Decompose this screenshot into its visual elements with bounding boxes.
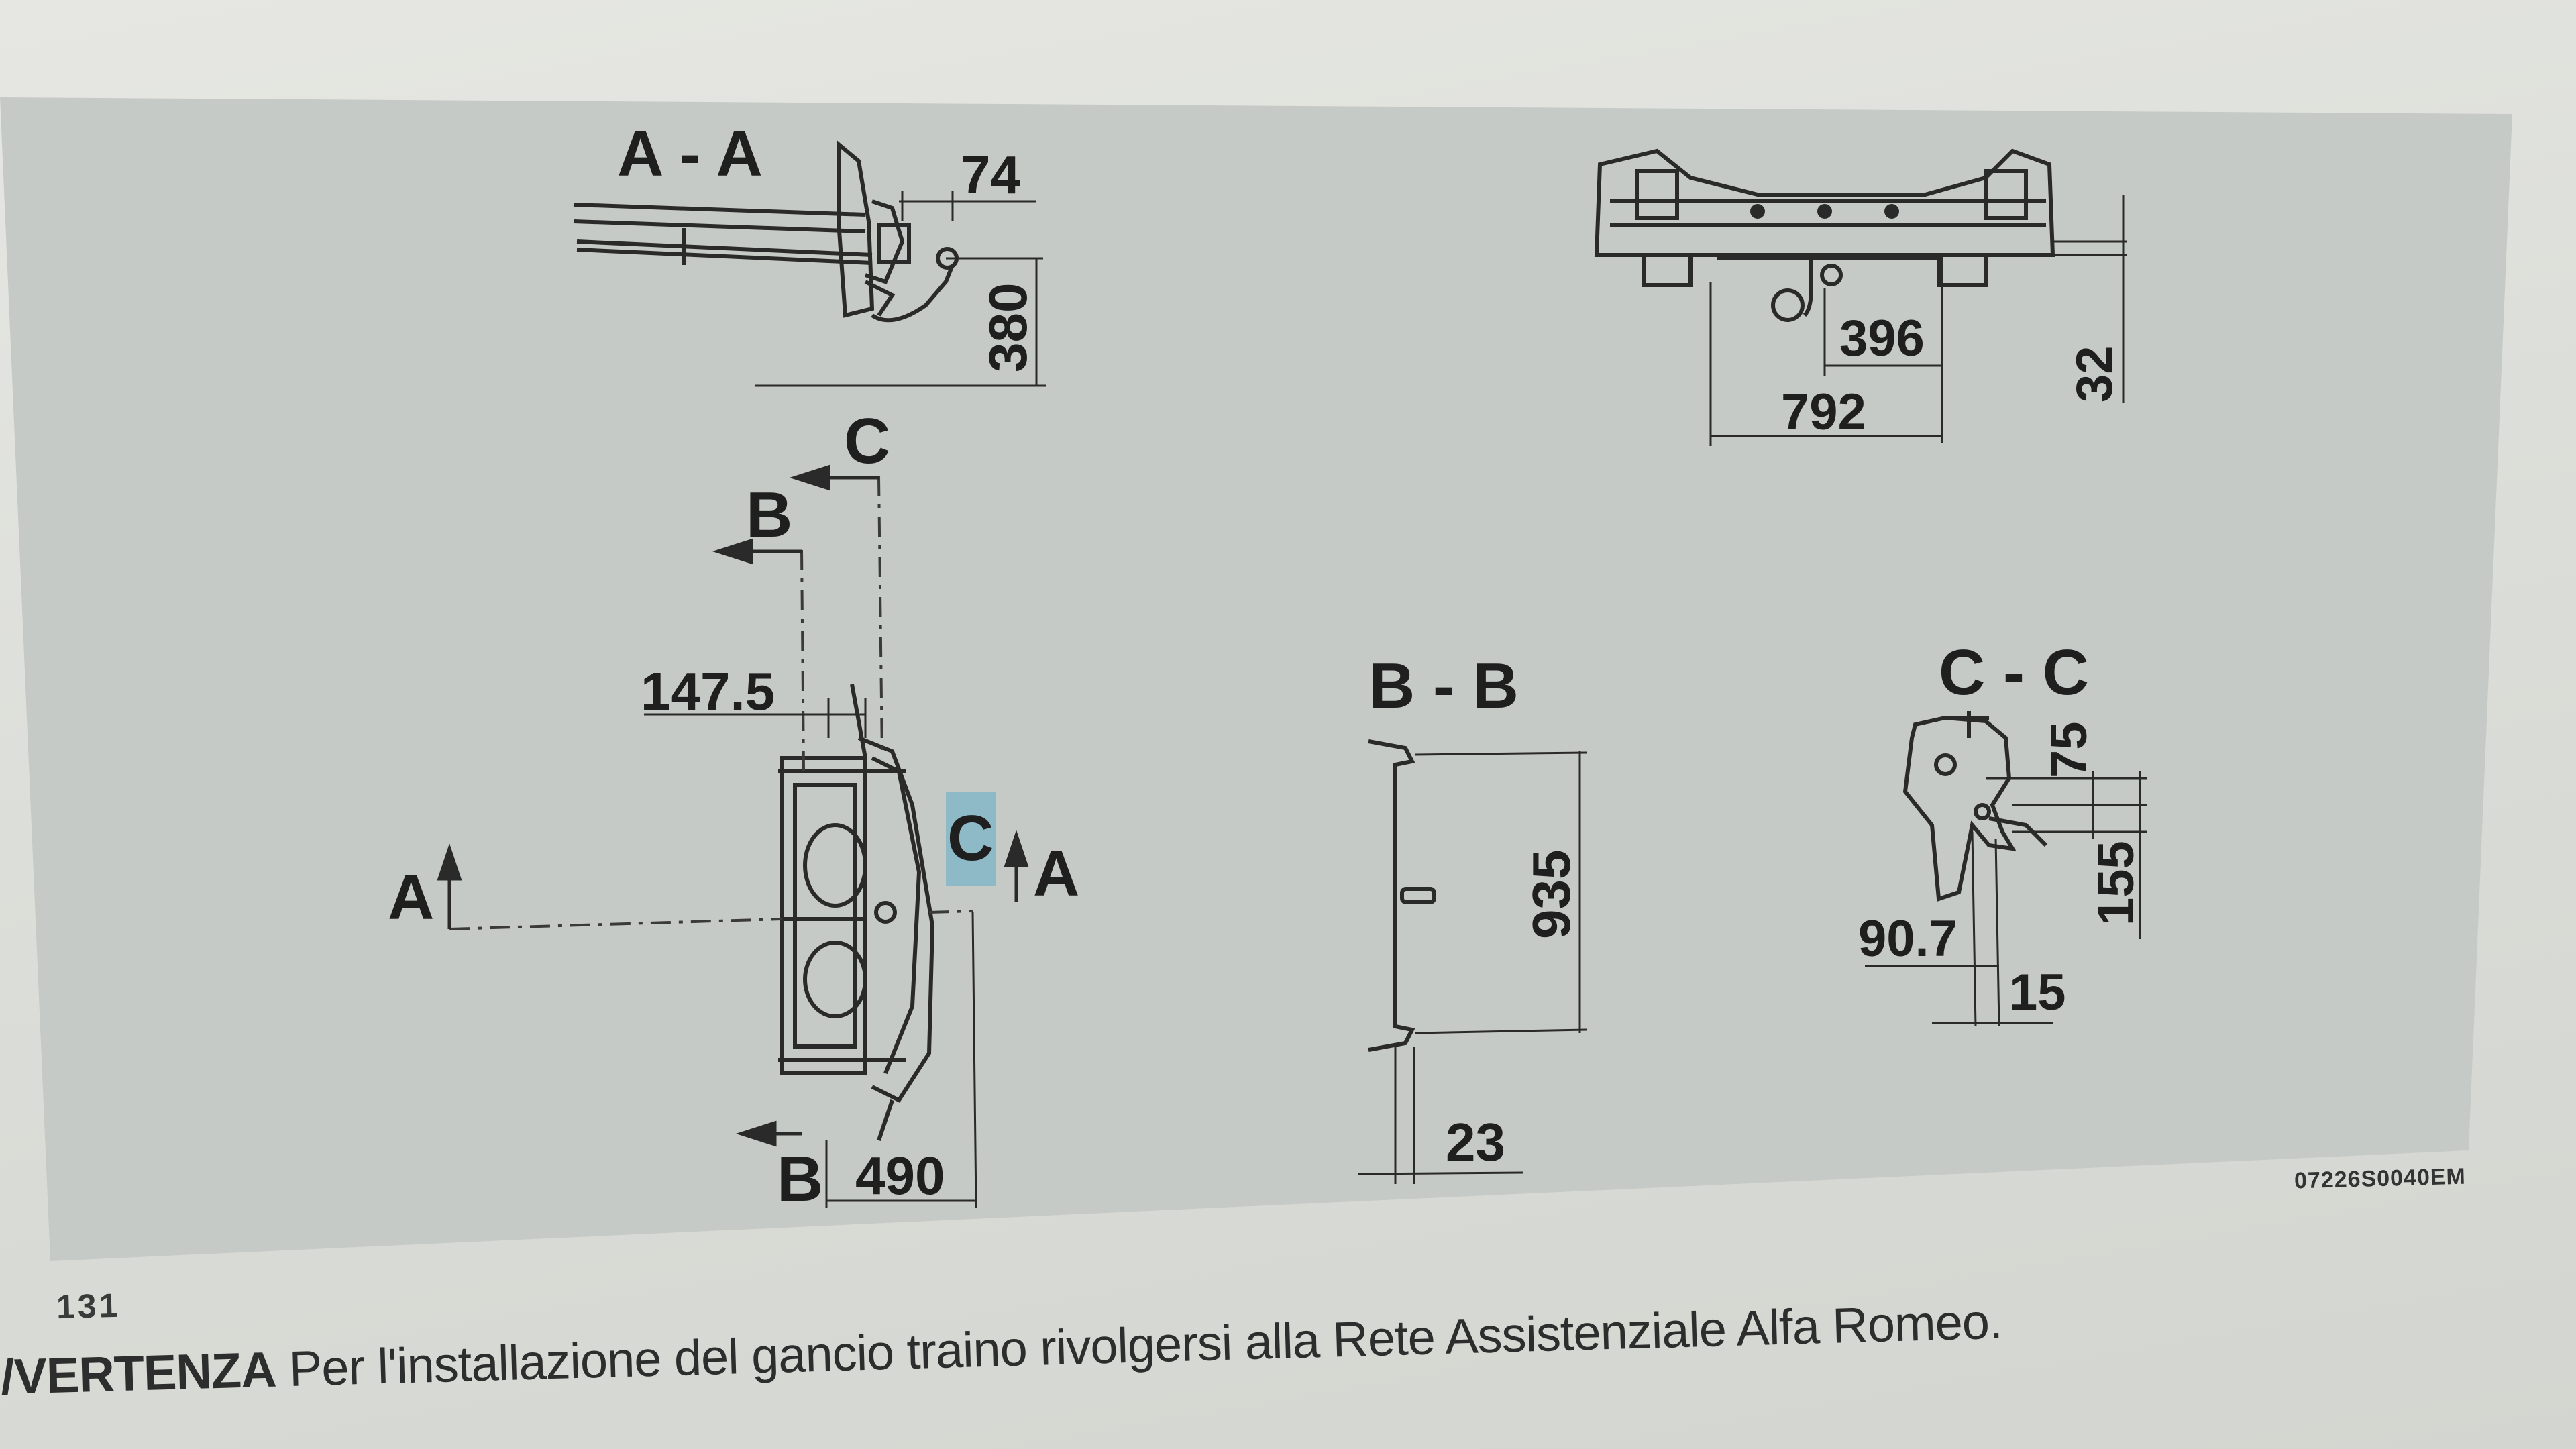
- plan-view-dimensions: [644, 698, 977, 1208]
- plan-view-section-lines: [449, 476, 973, 930]
- section-cc-title: C - C: [1939, 637, 2089, 708]
- dim-23: 23: [1446, 1112, 1505, 1172]
- dim-490: 490: [855, 1146, 945, 1205]
- marker-a-left: A: [388, 861, 434, 933]
- page-number: 131: [56, 1286, 121, 1326]
- section-cc-drawing: [1902, 711, 2048, 902]
- dim-380: 380: [978, 283, 1038, 372]
- dim-90-7: 90.7: [1858, 910, 1957, 967]
- dim-75: 75: [2041, 721, 2098, 778]
- marker-a-right: A: [1033, 838, 1079, 910]
- marker-b-bottom: B: [777, 1143, 823, 1215]
- plan-view-drawing: [778, 684, 935, 1141]
- image-code: 07226S0040EM: [2294, 1163, 2467, 1194]
- dim-147-5: 147.5: [641, 661, 775, 721]
- marker-c-top: C: [844, 405, 890, 477]
- section-c-highlight: [946, 792, 996, 885]
- top-view-drawing: [1594, 148, 2055, 322]
- section-cc-dimensions: [1865, 771, 2147, 1027]
- section-aa-drawing: [573, 140, 959, 323]
- section-aa-dimensions: [755, 191, 1046, 387]
- top-view-dimensions: [1709, 195, 2127, 446]
- plan-view-arrows: [437, 464, 1029, 1147]
- section-bb-dimensions: [1358, 751, 1587, 1184]
- marker-c-right: C: [947, 802, 994, 874]
- section-aa-title: A - A: [617, 118, 763, 190]
- dim-74: 74: [961, 145, 1020, 205]
- section-bb-drawing: [1368, 739, 1436, 1052]
- dim-396: 396: [1839, 310, 1925, 367]
- marker-b-top: B: [746, 479, 792, 551]
- dim-155: 155: [2088, 841, 2145, 926]
- dim-15: 15: [2009, 964, 2066, 1021]
- dim-935: 935: [1521, 850, 1581, 939]
- warning-lead: /VERTENZA: [0, 1341, 277, 1405]
- section-bb-title: B - B: [1368, 650, 1519, 722]
- diagram-panel-bg: [0, 97, 2512, 1261]
- dim-32: 32: [2066, 345, 2123, 402]
- dim-792: 792: [1781, 384, 1866, 441]
